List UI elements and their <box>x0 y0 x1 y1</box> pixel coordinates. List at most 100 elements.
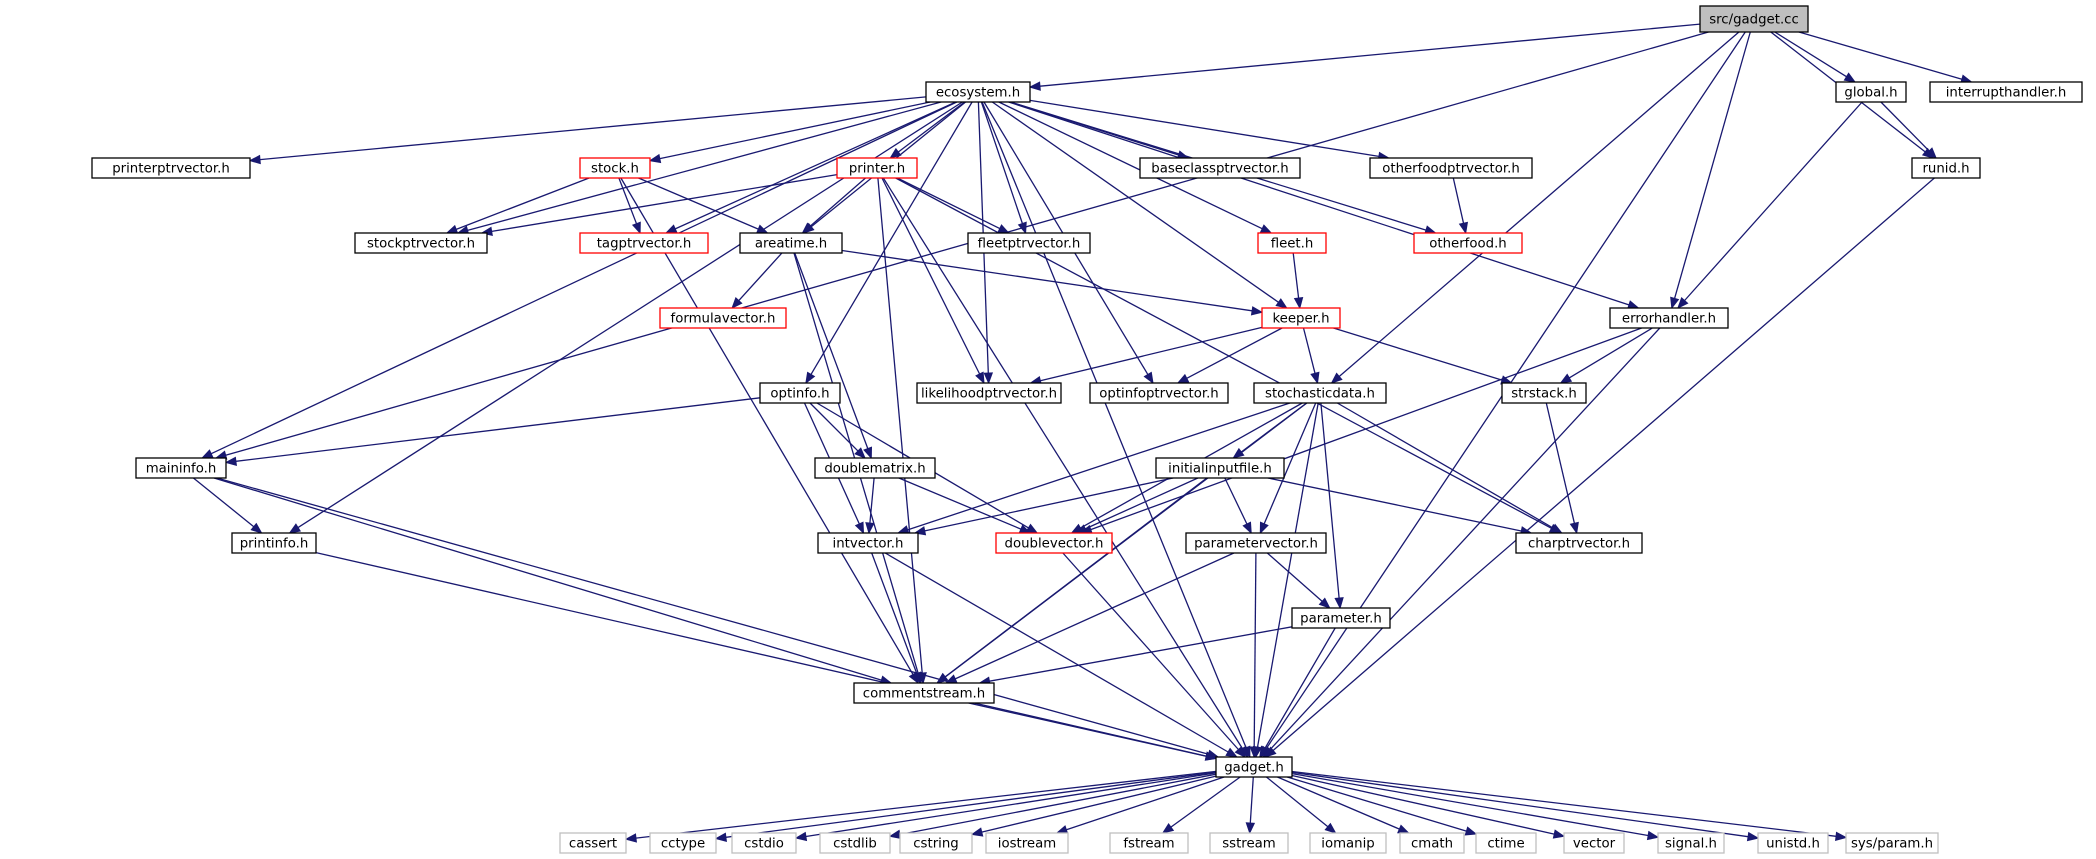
node-box <box>1253 382 1387 404</box>
node-global[interactable]: global.h <box>1835 81 1907 103</box>
edge-otherfoodptrvector-to-otherfood <box>1452 177 1469 235</box>
edge-gadget_h-to-fstream <box>1161 776 1241 834</box>
edge-stock-to-areatime <box>638 177 769 234</box>
node-box <box>1413 232 1523 254</box>
edge-parametervector-to-parameter <box>1266 552 1331 609</box>
node-formulavector[interactable]: formulavector.h <box>659 307 787 329</box>
edge-printer-to-fleetptrvector <box>897 177 1010 234</box>
edge-gadget_h-to-cstring <box>970 775 1217 837</box>
node-tagptrvector[interactable]: tagptrvector.h <box>579 232 709 254</box>
edge-gadget_h-to-sysparam <box>1291 770 1848 841</box>
edge-errorhandler-to-strstack <box>1559 327 1653 384</box>
node-label: sys/param.h <box>1851 837 1933 852</box>
node-gadget-cc[interactable]: src/gadget.cc <box>1699 5 1809 33</box>
node-initialinputfile[interactable]: initialinputfile.h <box>1155 457 1285 479</box>
node-label: keeper.h <box>1272 312 1329 327</box>
node-charptrvector[interactable]: charptrvector.h <box>1515 532 1643 554</box>
node-areatime[interactable]: areatime.h <box>739 232 843 254</box>
node-box <box>1155 457 1285 479</box>
node-printer[interactable]: printer.h <box>836 157 918 179</box>
edge-gadget_h-to-unistd <box>1291 771 1760 842</box>
edge-gadget_cc-to-stochasticdata <box>1330 31 1740 384</box>
node-box <box>1609 307 1729 329</box>
node-optinfo[interactable]: optinfo.h <box>759 382 841 404</box>
node-label: commentstream.h <box>863 687 985 702</box>
node-likelihoodptrvector[interactable]: likelihoodptrvector.h <box>916 382 1062 404</box>
node-printinfo[interactable]: printinfo.h <box>231 532 317 554</box>
node-cmath: cmath <box>1399 832 1465 854</box>
edge-intvector-to-gadget_h <box>884 552 1238 758</box>
node-stockptrvector[interactable]: stockptrvector.h <box>354 232 488 254</box>
node-otherfood[interactable]: otherfood.h <box>1413 232 1523 254</box>
node-label: parameter.h <box>1300 612 1382 627</box>
node-fleetptrvector[interactable]: fleetptrvector.h <box>967 232 1091 254</box>
node-strstack[interactable]: strstack.h <box>1501 382 1587 404</box>
node-label: strstack.h <box>1511 387 1577 402</box>
graph-nodes: src/gadget.cc ecosystem.h global.h interrup… <box>91 5 2083 854</box>
node-fleet[interactable]: fleet.h <box>1257 232 1327 254</box>
node-box <box>731 832 797 854</box>
edge-gadget_cc-to-ecosystem <box>1028 23 1701 91</box>
node-errorhandler[interactable]: errorhandler.h <box>1609 307 1729 329</box>
node-runid[interactable]: runid.h <box>1911 157 1981 179</box>
graph-edges <box>192 23 1973 843</box>
edge-doublevector-to-gadget_h <box>1062 552 1246 759</box>
node-ecosystem[interactable]: ecosystem.h <box>925 81 1031 103</box>
node-label: cstdlib <box>833 837 877 852</box>
edge-ecosystem-to-optinfo <box>805 101 973 385</box>
node-label: cctype <box>661 837 705 852</box>
node-otherfoodptrvector[interactable]: otherfoodptrvector.h <box>1369 157 1533 179</box>
node-box <box>1109 832 1189 854</box>
node-label: intvector.h <box>833 537 904 552</box>
node-printerptrvector[interactable]: printerptrvector.h <box>91 157 251 179</box>
node-keeper[interactable]: keeper.h <box>1261 307 1341 329</box>
node-optinfoptrvector[interactable]: optinfoptrvector.h <box>1089 382 1229 404</box>
node-label: otherfood.h <box>1429 237 1506 252</box>
node-box <box>579 157 651 179</box>
node-parameter[interactable]: parameter.h <box>1291 607 1391 629</box>
node-label: maininfo.h <box>146 462 217 477</box>
node-box <box>1929 81 2083 103</box>
edge-intvector-to-commentstream <box>871 552 922 685</box>
edge-gadget_h-to-iostream <box>1055 776 1225 835</box>
node-gadget-h[interactable]: gadget.h <box>1215 756 1293 778</box>
node-box <box>985 832 1069 854</box>
edge-stochasticdata-to-gadget_h <box>1252 402 1319 759</box>
node-box <box>819 832 891 854</box>
node-parametervector[interactable]: parametervector.h <box>1185 532 1327 554</box>
node-label: interrupthandler.h <box>1946 86 2067 101</box>
node-interrupthandler[interactable]: interrupthandler.h <box>1929 81 2083 103</box>
node-maininfo[interactable]: maininfo.h <box>135 457 227 479</box>
node-box <box>231 532 317 554</box>
edge-commentstream-to-gadget_h <box>968 702 1218 761</box>
node-baseclassptrvector[interactable]: baseclassptrvector.h <box>1139 157 1301 179</box>
edge-keeper-to-optinfoptrvector <box>1176 327 1283 384</box>
node-cassert: cassert <box>559 832 627 854</box>
node-intvector[interactable]: intvector.h <box>817 532 919 554</box>
edge-printinfo-to-gadget_h <box>315 551 1218 761</box>
node-label: stochasticdata.h <box>1265 387 1375 402</box>
node-ctime: ctime <box>1475 832 1537 854</box>
node-box <box>817 532 919 554</box>
edge-parameter-to-gadget_h <box>1259 627 1336 759</box>
node-box <box>1563 832 1625 854</box>
node-doublevector[interactable]: doublevector.h <box>995 532 1113 554</box>
node-commentstream[interactable]: commentstream.h <box>853 682 995 704</box>
node-cstdlib: cstdlib <box>819 832 891 854</box>
edge-doublematrix-to-doublevector <box>898 477 1032 534</box>
edge-printer-to-stockptrvector <box>480 173 838 236</box>
node-box <box>967 232 1091 254</box>
node-label: unistd.h <box>1766 837 1820 852</box>
node-label: ctime <box>1487 837 1524 852</box>
node-stock[interactable]: stock.h <box>579 157 651 179</box>
node-box <box>739 232 843 254</box>
edge-optinfo-to-doublematrix <box>809 402 866 459</box>
edge-areatime-to-formulavector <box>731 252 783 309</box>
edge-gadget_cc-to-interrupthandler <box>1798 31 1973 84</box>
node-box <box>853 682 995 704</box>
node-stochasticdata[interactable]: stochasticdata.h <box>1253 382 1387 404</box>
node-box <box>1657 832 1725 854</box>
edge-printer-to-areatime <box>801 177 866 234</box>
node-doublematrix[interactable]: doublematrix.h <box>814 457 936 479</box>
node-label: fleet.h <box>1271 237 1314 252</box>
